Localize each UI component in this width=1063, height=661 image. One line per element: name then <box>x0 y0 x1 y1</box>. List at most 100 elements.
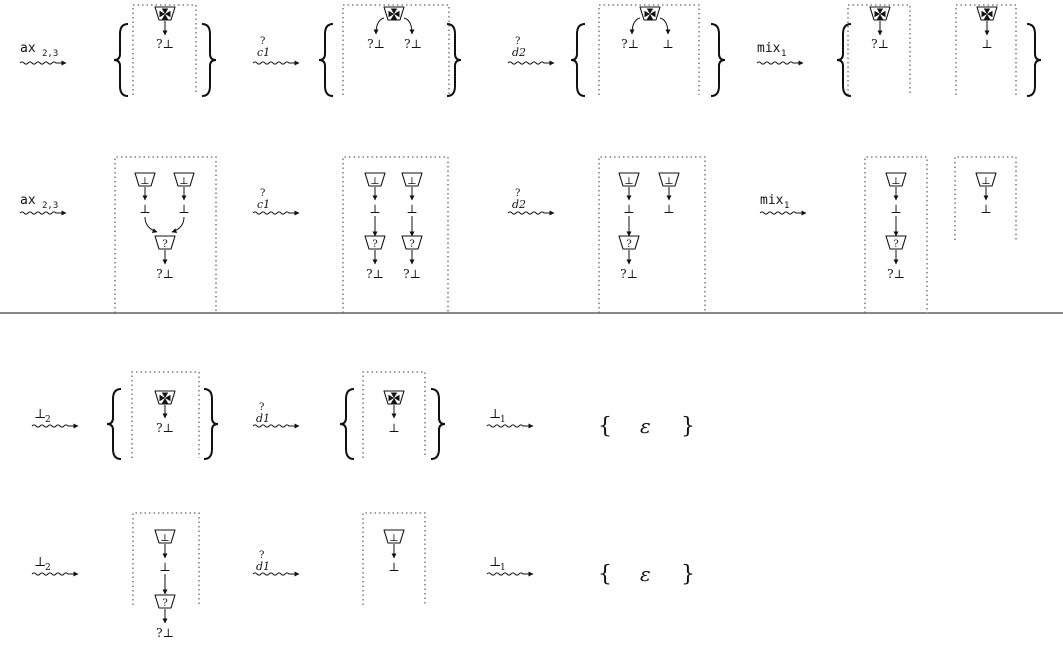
cross-arm <box>390 392 398 398</box>
why-symbol: ? <box>893 239 898 250</box>
bot-node: ⊥ <box>383 529 405 544</box>
cross-arm <box>983 8 991 14</box>
cross-arm <box>874 10 880 18</box>
step-arrow-bot2-row4: ⊥ 2 <box>34 555 51 573</box>
bot-symbol: ⊥ <box>179 176 188 187</box>
left-brace <box>113 23 129 97</box>
squiggly-arrow <box>486 423 534 429</box>
why-symbol: ? <box>162 239 167 250</box>
squiggly-arrow <box>252 60 300 66</box>
maltese-cross-icon <box>388 392 400 404</box>
formula-label: ?⊥ <box>156 267 174 281</box>
bot-node: ⊥ <box>173 172 195 187</box>
formula-label: ⊥ <box>178 202 189 216</box>
node-shape <box>975 172 997 187</box>
right-brace <box>201 23 217 97</box>
step-label-sub: 2 <box>45 563 51 573</box>
bot-node: ⊥ <box>618 172 640 187</box>
node-shape <box>154 529 176 544</box>
cross-arm <box>880 10 886 18</box>
cross-arm <box>165 10 171 18</box>
step-arrow-bot1-row3: ⊥ 1 <box>489 407 506 425</box>
wire <box>403 17 415 35</box>
step-label-top: ? <box>259 402 264 413</box>
dotted-box <box>362 371 426 458</box>
node-shape <box>383 529 405 544</box>
formula-label: ⊥ <box>623 202 634 216</box>
wire <box>629 17 641 35</box>
bot-node: ⊥ <box>154 529 176 544</box>
cross-arm <box>394 10 400 18</box>
step-label-main: ax <box>20 41 36 56</box>
bot-symbol: ⊥ <box>389 533 398 544</box>
cross-arm <box>981 10 987 18</box>
why-node: ? <box>885 235 907 250</box>
formula-label: ⊥ <box>406 202 417 216</box>
dotted-box <box>342 156 449 313</box>
dotted-box <box>864 156 928 313</box>
step-label-top: ? <box>259 550 264 561</box>
right-brace <box>203 388 219 460</box>
dotted-boxes <box>114 4 1017 605</box>
why-node: ? <box>154 235 176 250</box>
formula-label: ⊥ <box>980 202 991 216</box>
node-shape <box>658 172 680 187</box>
wire <box>144 216 158 233</box>
squiggly-arrow <box>31 423 79 429</box>
step-label-main: mix <box>760 193 784 208</box>
step-label-sub: 1 <box>781 49 786 59</box>
squiggly-arrow <box>19 60 67 66</box>
cross-arm <box>159 10 165 18</box>
bot-symbol: ⊥ <box>664 176 673 187</box>
why-symbol: ? <box>626 239 631 250</box>
cross-arm <box>161 8 169 14</box>
dotted-box <box>362 512 426 605</box>
why-node: ? <box>154 594 176 609</box>
maltese-cross-node <box>869 6 891 21</box>
step-label-sub: 2 <box>45 415 51 425</box>
node-shape <box>401 235 423 250</box>
step-arrow-ax23-row2: ax 2,3 <box>20 193 58 211</box>
step-arrow-d1-row3: ? d1 <box>256 402 270 425</box>
empty-set-row3: { ε } <box>598 414 695 439</box>
dotted-box <box>132 512 200 605</box>
step-label-sub: 2,3 <box>42 201 58 211</box>
step-label-sub: d1 <box>256 560 270 573</box>
left-brace <box>836 23 852 97</box>
formula-label: ⊥ <box>890 202 901 216</box>
dotted-box <box>598 156 706 313</box>
step-arrow-c1-row2: ? c1 <box>257 188 270 211</box>
formula-label: ⊥ <box>388 421 399 435</box>
cross-arm <box>644 10 650 18</box>
node-shape <box>134 172 156 187</box>
cross-arm <box>983 14 991 20</box>
cross-arm <box>390 14 398 20</box>
cross-arm <box>646 8 654 14</box>
left-brace <box>318 23 334 97</box>
formula-label: ⊥ <box>663 202 674 216</box>
bot-symbol: ⊥ <box>407 176 416 187</box>
step-arrow-bot2-row3: ⊥ 2 <box>34 407 51 425</box>
why-node: ? <box>618 235 640 250</box>
squiggly-arrow <box>507 60 555 66</box>
formula-label: ⊥ <box>139 202 150 216</box>
node-shape <box>154 235 176 250</box>
step-arrow-ax23-row1: ax 2,3 <box>20 41 58 59</box>
step-arrow-c1-row1: ? c1 <box>257 36 270 59</box>
node-shape <box>618 235 640 250</box>
maltese-cross-icon <box>874 8 886 20</box>
step-label-main: mix <box>757 41 781 56</box>
cross-arm <box>876 14 884 20</box>
step-label-main: ⊥ <box>489 555 501 570</box>
squiggly-arrow <box>19 210 67 216</box>
bot-symbol: ⊥ <box>370 176 379 187</box>
formula-label: ⊥ <box>159 560 170 574</box>
wire <box>171 216 185 233</box>
formula-label: ?⊥ <box>404 37 422 51</box>
wires <box>19 17 990 624</box>
right-brace: } <box>681 414 695 439</box>
cross-arm <box>390 8 398 14</box>
bot-node: ⊥ <box>658 172 680 187</box>
cross-arm <box>650 10 656 18</box>
formula-label: ?⊥ <box>156 37 174 51</box>
